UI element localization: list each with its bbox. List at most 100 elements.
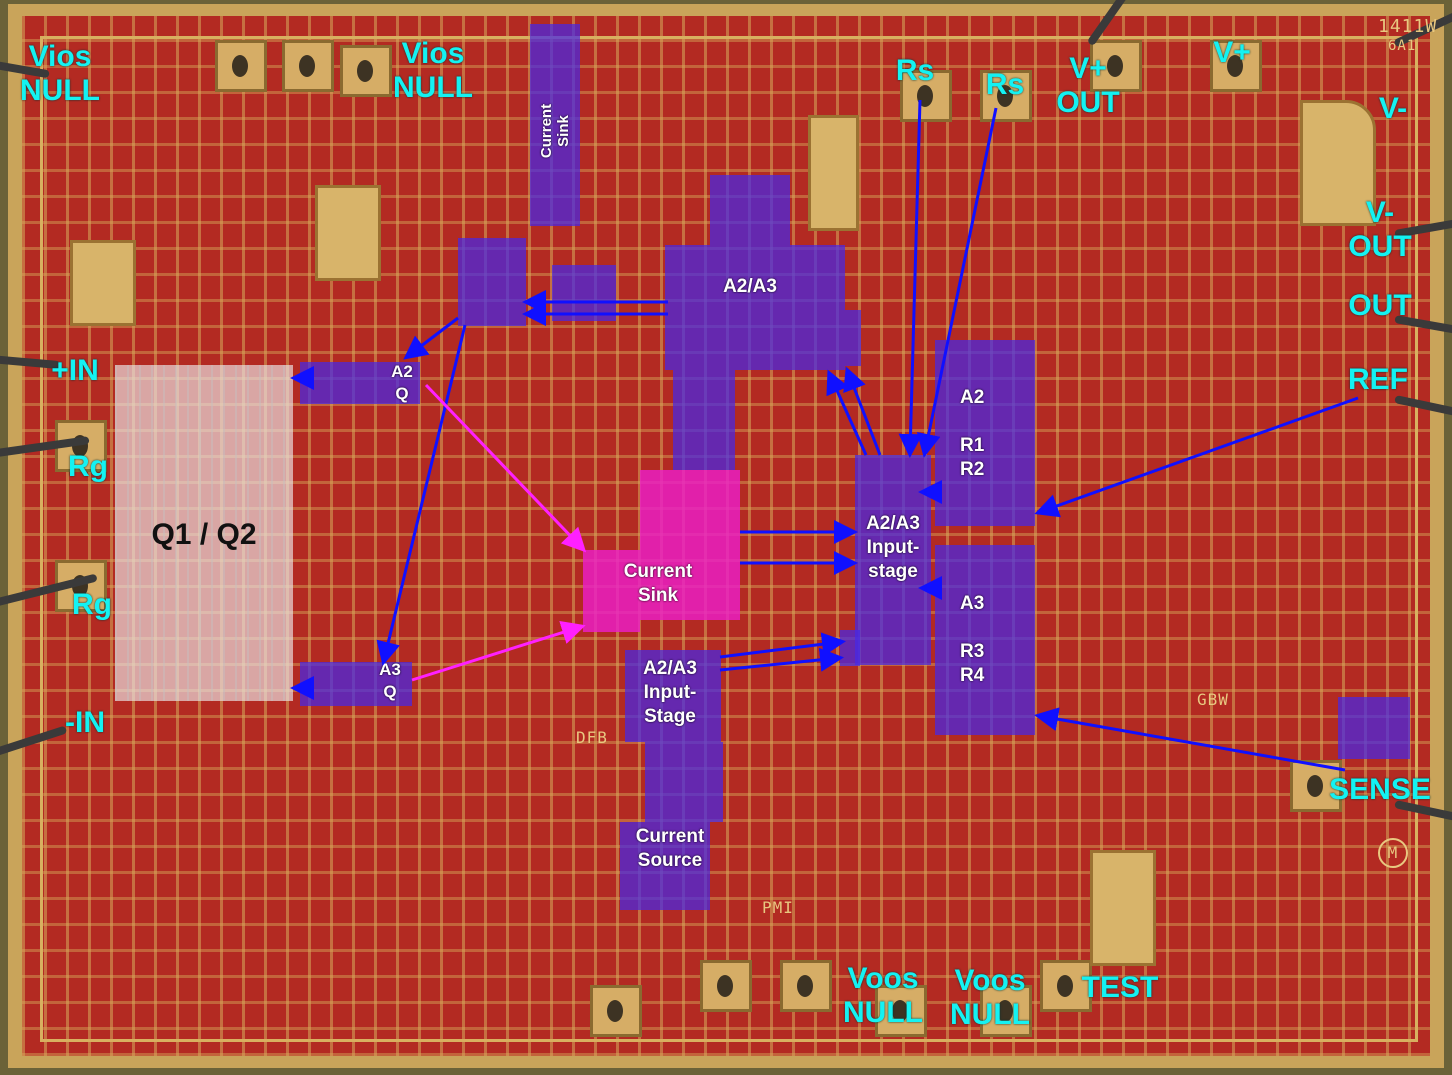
- label-line: stage: [868, 561, 918, 582]
- label-line: R2: [960, 459, 985, 480]
- label-line: Input-: [866, 537, 920, 558]
- a2a3-top-block: [710, 175, 790, 245]
- pink-arrow: [424, 383, 587, 553]
- part-number-marking: 1411W: [1378, 16, 1438, 37]
- label-line: NULL: [20, 74, 100, 107]
- a2a3-top-block: [845, 310, 861, 366]
- label-line: Input-: [643, 682, 697, 703]
- arrow: [1034, 396, 1359, 518]
- arrow: [376, 324, 467, 666]
- label-line: Vios: [401, 37, 465, 70]
- pin-rs-1: Rs: [895, 54, 935, 87]
- label-line: OUT: [1056, 86, 1120, 119]
- bond-pad: [282, 40, 334, 92]
- current-sink-top-block: [530, 24, 580, 226]
- label-line: R1: [960, 435, 985, 456]
- pin-voos-null-1: Voos NULL: [833, 962, 933, 1030]
- bond-pad: [980, 985, 1032, 1037]
- pin-rg-1: Rg: [68, 450, 108, 483]
- label-line: OUT: [1348, 230, 1412, 263]
- bond-pad: [980, 70, 1032, 122]
- arrow: [403, 316, 459, 360]
- pin-rs-2: Rs: [985, 68, 1025, 101]
- label-line: Current: [635, 826, 705, 847]
- pmi-marking: PMI: [762, 898, 794, 917]
- current-source-label: Current Source: [620, 825, 720, 873]
- bond-pad: [780, 960, 832, 1012]
- arrow: [826, 369, 868, 456]
- arrow: [1034, 707, 1346, 772]
- pin-vios-null-mid: Vios NULL: [383, 37, 483, 105]
- pin-out: OUT: [1348, 289, 1412, 322]
- pin-ref: REF: [1348, 363, 1408, 396]
- label-line: Voos: [847, 962, 919, 995]
- pin-rg-2: Rg: [72, 588, 112, 621]
- label-line: Source: [637, 850, 703, 871]
- current-sink-block: [583, 550, 640, 632]
- label-line: Q: [383, 682, 397, 701]
- bond-pad: [1040, 960, 1092, 1012]
- label-line: R4: [960, 665, 985, 686]
- label-line: R3: [960, 641, 985, 662]
- revision-marking: 6A1: [1388, 38, 1417, 54]
- current-sink-block: [640, 470, 740, 620]
- arrow: [719, 632, 846, 659]
- die-inner-ring: [40, 36, 1418, 1042]
- logo-marking: M: [1378, 838, 1408, 868]
- current-source-block: [620, 822, 710, 910]
- label-line: A2/A3: [866, 513, 920, 534]
- label-line: Voos: [954, 964, 1026, 997]
- bond-pad: [875, 985, 927, 1037]
- a3-resistor-label: A3 R3 R4: [960, 592, 1012, 688]
- label-line: Current: [623, 561, 693, 582]
- metal-plate: [1090, 850, 1156, 966]
- label-line: NULL: [393, 71, 473, 104]
- label-line: Vios: [28, 40, 92, 73]
- pink-arrow: [411, 620, 586, 682]
- dfb-marking: DFB: [576, 728, 608, 747]
- pin-vplus: V+: [1213, 36, 1251, 69]
- block-upper-mid: [552, 265, 616, 321]
- pin-vminus: V-: [1378, 92, 1408, 125]
- a3-q-block: [300, 662, 412, 706]
- q1-q2-region: [115, 365, 293, 701]
- label-line: Q: [395, 384, 409, 403]
- label-line: A2: [960, 387, 985, 408]
- gbw-marking: GBW: [1197, 690, 1229, 709]
- pin-test: TEST: [1081, 971, 1159, 1004]
- a2a3-top-label: A2/A3: [723, 276, 777, 297]
- a2-resistor-block: [935, 340, 1035, 526]
- metal-plate: [315, 185, 381, 281]
- a2-q-label: A2 Q: [380, 361, 424, 405]
- label-line: V+: [1069, 52, 1107, 85]
- a2-q-block: [300, 362, 420, 404]
- pin-voos-null-2: Voos NULL: [940, 964, 1040, 1032]
- current-sink-label: Current Sink: [608, 560, 708, 608]
- label-line: Stage: [644, 706, 696, 727]
- bond-pad: [1210, 40, 1262, 92]
- a2a3-top-block: [665, 245, 845, 370]
- bond-pad: [700, 960, 752, 1012]
- metal-plate: [808, 115, 859, 231]
- block-upper-left: [458, 238, 526, 326]
- bond-pad: [340, 45, 392, 97]
- q1-q2-label: Q1 / Q2: [151, 518, 257, 551]
- label-line: A2/A3: [643, 658, 697, 679]
- a2a3-input-stage-lower-block: [625, 650, 721, 742]
- pin-vplus-out: V+ OUT: [1040, 52, 1136, 120]
- sense-block: [1338, 697, 1410, 759]
- label-line: Sink: [637, 585, 679, 606]
- bond-pad: [1090, 40, 1142, 92]
- bond-pad: [215, 40, 267, 92]
- current-source-block: [645, 742, 723, 822]
- arrow: [843, 366, 882, 456]
- arrow: [916, 107, 998, 458]
- metal-plate: [1300, 100, 1376, 226]
- label-line: NULL: [950, 998, 1030, 1031]
- bond-pad: [900, 70, 952, 122]
- pin-minus-in: -IN: [65, 706, 105, 739]
- label-line: NULL: [843, 996, 923, 1029]
- label-line: A3: [960, 593, 985, 614]
- label-line: V-: [1365, 196, 1395, 229]
